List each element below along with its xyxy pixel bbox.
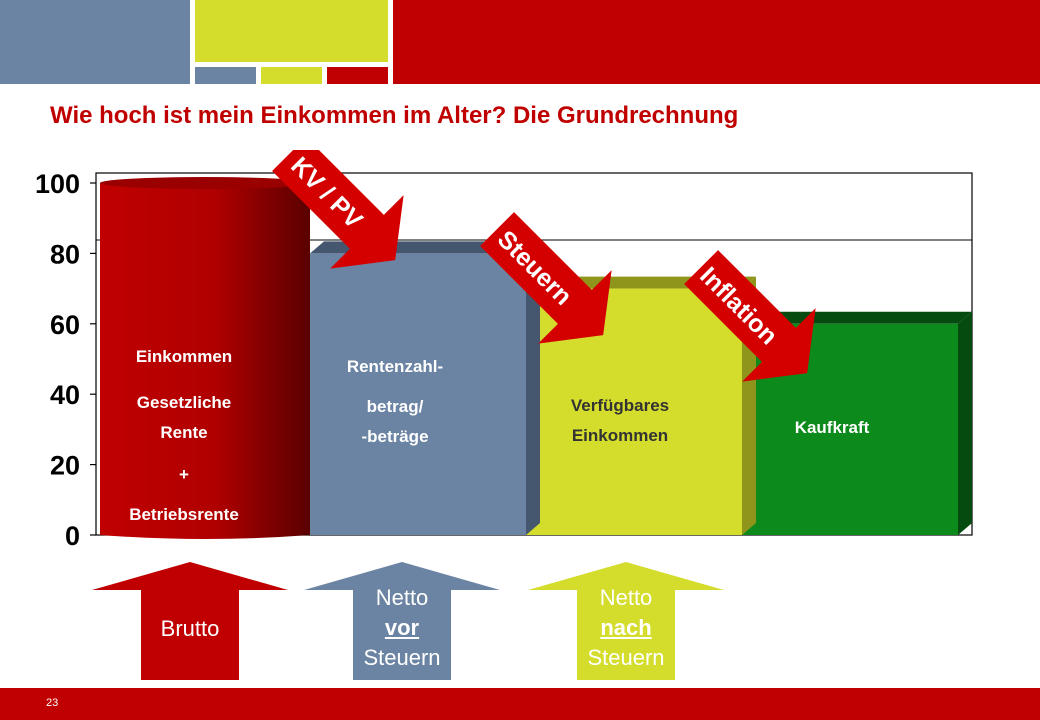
y-tick-label: 40: [50, 380, 80, 410]
netto-nach-line-3: Steuern: [587, 645, 665, 670]
y-tick-label: 0: [65, 521, 80, 551]
netto-nach-line-2: nach: [600, 615, 652, 640]
footer-bar: [0, 688, 1040, 720]
bar-label-line: Kaufkraft: [795, 418, 870, 437]
netto-vor-line-1: Netto: [375, 585, 429, 610]
arrow-inflation: [684, 250, 816, 382]
header-strip-lime: [261, 67, 322, 84]
page-number: 23: [46, 697, 59, 709]
bar-label-line: Einkommen: [572, 426, 668, 445]
netto-vor-line-3: Steuern: [363, 645, 441, 670]
header-block-red: [393, 0, 1040, 84]
y-tick-label: 20: [50, 451, 80, 481]
bar-rentenzahlbetrag: [310, 253, 526, 535]
up-arrow-label-netto-vor: Netto vor Steuern: [353, 583, 451, 673]
header-strip-blue: [195, 67, 256, 84]
up-arrow-label-brutto: Brutto: [141, 614, 239, 644]
bar-label-line: -beträge: [361, 427, 428, 446]
bar-label-line: Rentenzahl-: [347, 357, 443, 376]
brutto-label: Brutto: [160, 616, 220, 641]
header-block-lime: [195, 0, 388, 62]
bar-label-line: Verfügbares: [571, 396, 669, 415]
up-arrow-netto-nach: [528, 562, 724, 680]
header-strip-red: [327, 67, 388, 84]
arrow-steuern: [480, 212, 612, 344]
bar-label-line: Einkommen: [136, 347, 232, 366]
bar-top-face: [742, 311, 972, 324]
bar-label-line: Gesetzliche: [137, 393, 232, 412]
header-block-blue: [0, 0, 190, 84]
y-tick-label: 80: [50, 239, 80, 269]
netto-nach-line-1: Netto: [599, 585, 653, 610]
up-arrow-brutto: [92, 562, 288, 680]
y-tick-label: 60: [50, 310, 80, 340]
bar-label-line: +: [179, 465, 189, 484]
arrow-kv-pv: [272, 150, 404, 269]
bar-side-face: [526, 241, 540, 535]
bar-einkommen: [100, 183, 310, 539]
bar-einkommen-top: [100, 177, 310, 189]
page-title: Wie hoch ist mein Einkommen im Alter? Di…: [50, 102, 739, 129]
netto-vor-line-2: vor: [384, 615, 420, 640]
bar-side-face: [958, 311, 972, 535]
bar-label-line: betrag/: [367, 397, 424, 416]
up-arrow-netto-vor: [304, 562, 500, 680]
bar-label-line: Betriebsrente: [129, 505, 239, 524]
y-tick-label: 100: [35, 169, 80, 199]
up-arrow-label-netto-nach: Netto nach Steuern: [577, 583, 675, 673]
bar-label-line: Rente: [160, 423, 207, 442]
